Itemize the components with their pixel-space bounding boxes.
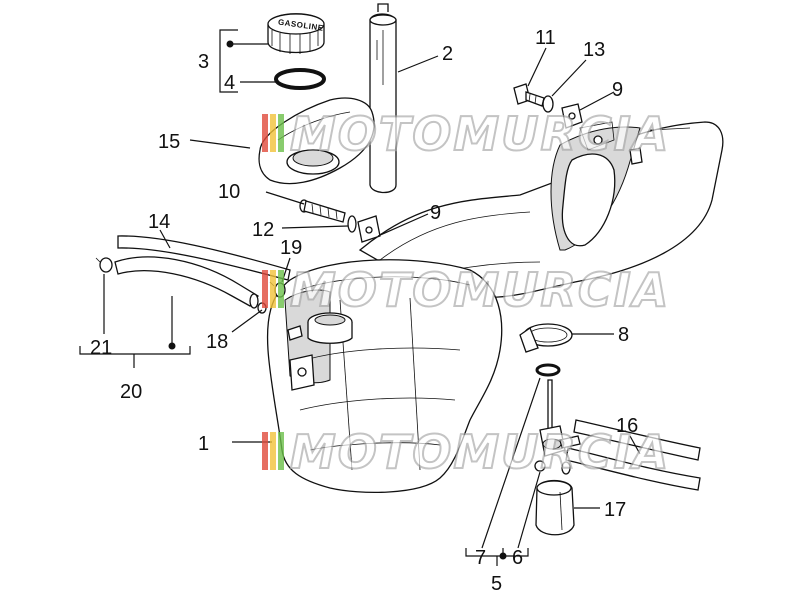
- screw-11: [513, 83, 545, 107]
- label-12: 12: [252, 219, 274, 241]
- label-15: 15: [158, 131, 180, 153]
- tap-gasket-7: [535, 363, 561, 377]
- label-6: 6: [512, 547, 523, 569]
- label-10: 10: [218, 181, 240, 203]
- watermark-text-bottom: MOTOMURCIA: [290, 425, 670, 479]
- label-11: 11: [535, 27, 556, 49]
- fuel-filter-17: [535, 479, 575, 536]
- label-8: 8: [618, 324, 629, 346]
- label-3: 3: [198, 51, 209, 73]
- label-18: 18: [206, 331, 228, 353]
- clip-9-left: [357, 215, 381, 243]
- watermark-text-middle: MOTOMURCIA: [290, 263, 670, 317]
- label-17: 17: [604, 499, 626, 521]
- clip-9-right: [561, 103, 583, 129]
- washer-13: [542, 95, 554, 113]
- filler-tube: [369, 3, 397, 194]
- clamp-21: [95, 257, 113, 273]
- screw-10: [299, 199, 346, 223]
- label-5: 5: [491, 573, 502, 595]
- filler-seal-cover: [258, 97, 375, 185]
- watermark-bottom: MOTOMURCIA: [262, 424, 670, 480]
- fuel-tap: [534, 363, 581, 472]
- washer-12: [347, 215, 357, 233]
- part-labels: 1 2 3 4 5 6 7 8 9 9 10 11 12 13 14 15 16…: [90, 27, 638, 595]
- label-9-left: 9: [430, 202, 441, 224]
- label-20: 20: [120, 381, 142, 403]
- hose-clamp-8: [519, 323, 573, 353]
- label-4: 4: [224, 72, 235, 94]
- leader-lines: [79, 29, 641, 566]
- watermark-top: MOTOMURCIA: [262, 106, 670, 162]
- label-1: 1: [198, 433, 209, 455]
- label-14: 14: [148, 211, 170, 233]
- tank-frame: [358, 121, 724, 299]
- label-2: 2: [442, 43, 453, 65]
- label-19: 19: [280, 237, 302, 259]
- tap-washer-6: [534, 460, 546, 472]
- hose-16: [561, 419, 701, 491]
- watermark-text-top: MOTOMURCIA: [290, 107, 670, 161]
- label-16: 16: [616, 415, 638, 437]
- label-7: 7: [475, 547, 486, 569]
- cap-gasket: [274, 68, 326, 90]
- fuel-tank: [266, 259, 503, 494]
- label-21: 21: [90, 337, 112, 359]
- label-9-right: 9: [612, 79, 623, 101]
- label-13: 13: [583, 39, 605, 61]
- fuel-cap: GASOLINE: [267, 13, 325, 54]
- watermark-middle: MOTOMURCIA: [262, 262, 670, 318]
